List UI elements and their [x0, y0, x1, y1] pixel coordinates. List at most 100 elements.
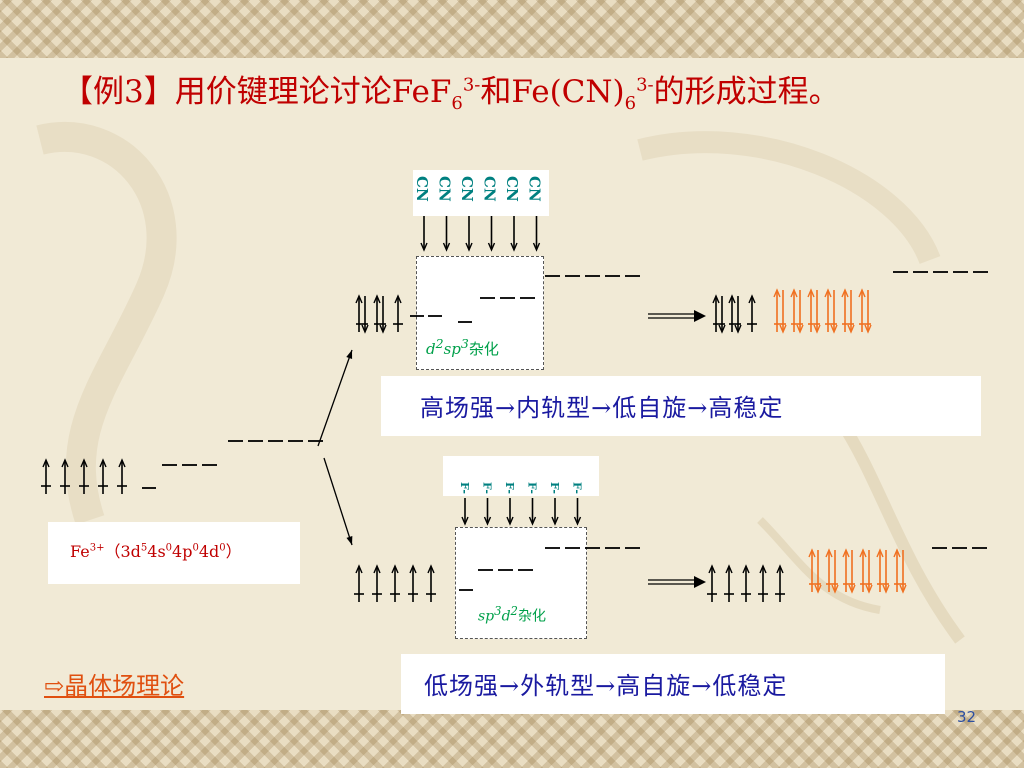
upper-hyb-suffix: 杂化 — [468, 340, 499, 358]
branch-arrow-lower — [323, 457, 353, 546]
lower-hybridization-box — [455, 527, 587, 639]
fe-charge: 3+ — [89, 542, 105, 554]
cn-result-ligand-pair-6-up-head — [858, 288, 866, 298]
fe-4d-count: 0 — [219, 542, 226, 554]
cn-result-ligand-pair-1-down-head — [779, 324, 787, 334]
cn-3d-pair-1-up-head — [355, 294, 363, 304]
f-result-ligand-pair-2-up-head — [825, 548, 833, 558]
f-result-arrow-head — [694, 576, 706, 588]
f-3d-electron-4-head — [409, 564, 417, 574]
cn-ligand-label-2: CN — [435, 176, 454, 202]
fe-symbol: Fe — [70, 542, 90, 561]
f-3d-electron-1-head — [355, 564, 363, 574]
f-donation-arrow-2-head — [483, 516, 492, 526]
fe-3d-electron-4-head — [99, 458, 107, 468]
cn-donation-arrow-5-head — [510, 242, 518, 252]
f-result-3d-electron-5-head — [776, 564, 784, 574]
fe-3d-count: 5 — [140, 542, 148, 554]
fe-3d-electron-3-head — [80, 458, 88, 468]
lower-hybridization-label: sp3d2杂化 — [478, 604, 546, 626]
f-result-ligand-pair-3-up-head — [842, 548, 850, 558]
lower-rule-box — [401, 654, 945, 714]
f-donation-arrow-4-head — [528, 516, 537, 526]
title-superscript-1: 3- — [462, 74, 481, 96]
cn-result-pair-2-down-head — [734, 324, 742, 334]
upper-hyb-d: d — [426, 340, 436, 358]
f-ligand-label-6: F- — [570, 482, 584, 494]
f-3d-electron-3-head — [391, 564, 399, 574]
f-result-ligand-pair-4-up-head — [859, 548, 867, 558]
cn-result-ligand-pair-3-down-head — [813, 324, 821, 334]
lower-hyb-sup1: 3 — [494, 604, 502, 618]
f-result-ligand-pair-6-up-head — [893, 548, 901, 558]
cn-donation-arrow-4-head — [487, 242, 496, 252]
f-ligand-label-3: F- — [503, 482, 516, 494]
f-result-ligand-pair-2-down-head — [831, 584, 839, 594]
f-result-3d-electron-1-head — [708, 564, 716, 574]
fe-ion-box — [48, 522, 300, 584]
cn-result-ligand-pair-4-up-head — [824, 288, 832, 298]
f-donation-arrow-6-head — [573, 516, 582, 526]
f-ligand-label-2: F- — [480, 482, 494, 494]
title-subscript-1: 6 — [451, 93, 463, 115]
f-ligand-label-5: F- — [548, 482, 561, 494]
cn-result-ligand-pair-3-up-head — [807, 288, 815, 298]
upper-hyb-sup1: 2 — [435, 336, 444, 351]
lower-rule-text: 低场强→外轨型→高自旋→低稳定 — [424, 672, 788, 700]
upper-hybridization-box — [416, 256, 544, 370]
cn-3d-single-head — [394, 294, 402, 304]
top-decorative-border — [0, 0, 1024, 58]
fe-config-4s: 4s — [147, 542, 166, 561]
f-result-ligand-pair-5-up-head — [876, 548, 884, 558]
f-ligand-box — [443, 456, 599, 496]
title-text-1: 【例3】用价键理论讨论FeF — [62, 74, 452, 110]
f-result-3d-electron-2-head — [725, 564, 733, 574]
fe-3d-electron-2-head — [61, 458, 69, 468]
fe-3d-electron-5-head — [118, 458, 126, 468]
f-donation-arrow-1-head — [461, 516, 469, 526]
cn-result-pair-1-up-head — [712, 294, 720, 304]
cn-result-ligand-pair-5-up-head — [841, 288, 849, 298]
cn-result-ligand-pair-1-up-head — [773, 288, 781, 298]
cn-donation-arrow-3-head — [465, 242, 473, 252]
cn-result-ligand-pair-6-down-head — [864, 324, 872, 334]
fe-config-3d: （3d — [104, 542, 141, 561]
f-result-3d-electron-4-head — [759, 564, 767, 574]
cn-3d-pair-2-down-head — [379, 324, 387, 334]
cn-3d-pair-1-down-head — [361, 324, 369, 334]
fe-4p-count: 0 — [192, 542, 199, 554]
upper-rule-box — [381, 376, 981, 436]
f-ligand-label-1: F- — [458, 482, 471, 494]
f-result-ligand-pair-6-down-head — [899, 584, 907, 594]
title-subscript-2: 6 — [624, 93, 637, 115]
cn-result-ligand-pair-2-down-head — [796, 324, 804, 334]
upper-hyb-sup2: 3 — [460, 336, 469, 351]
upper-hybridization-label: d2sp3杂化 — [426, 336, 499, 359]
crystal-field-theory-link[interactable]: ⇨晶体场理论 — [44, 672, 185, 700]
f-result-ligand-pair-1-up-head — [808, 548, 816, 558]
cn-ligand-label-3: CN — [458, 176, 476, 202]
cn-ligand-label-4: CN — [480, 176, 499, 202]
cn-donation-arrow-1-head — [420, 242, 428, 252]
f-result-3d-electron-3-head — [742, 564, 750, 574]
title-text-3: 的形成过程。 — [653, 74, 840, 110]
fe-ion-label: Fe3+（3d54s04p04d0） — [70, 538, 242, 562]
cn-ligand-box — [413, 170, 549, 216]
f-result-ligand-pair-3-down-head — [848, 584, 856, 594]
branch-arrow-upper — [317, 349, 353, 447]
lower-hyb-d: d — [501, 608, 511, 625]
upper-rule-text: 高场强→内轨型→低自旋→高稳定 — [420, 394, 784, 422]
lower-hyb-sp: sp — [478, 608, 495, 625]
fe-config-4d: 4d — [198, 542, 220, 561]
cn-result-pair-2-up-head — [728, 294, 736, 304]
branch-arrow-lower-head — [346, 536, 353, 545]
cn-result-ligand-pair-2-up-head — [790, 288, 798, 298]
cn-donation-arrow-2-head — [442, 242, 451, 252]
branch-arrow-upper-head — [346, 350, 353, 359]
f-result-ligand-pair-5-down-head — [882, 584, 890, 594]
cn-3d-pair-2-up-head — [373, 294, 381, 304]
cn-ligand-label-6: CN — [525, 176, 544, 202]
upper-hyb-sp: sp — [443, 340, 461, 358]
title-superscript-2: 3- — [636, 74, 654, 96]
